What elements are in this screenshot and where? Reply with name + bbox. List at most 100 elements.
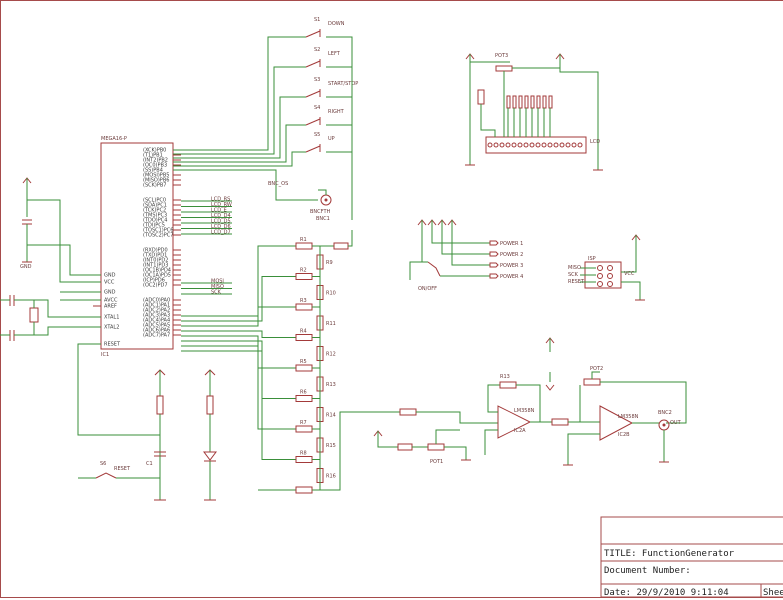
decoupling-section: GND [20,177,101,301]
reset-section: S6 RESET C1 [77,343,166,501]
mcu-pin-label: (TOSC2)PC7 [143,233,173,239]
mcu-pin-label: RESET [104,342,121,348]
ladder-resistor-label: R11 [326,321,336,327]
mcu-pin-label: (TDI)PC5 [143,223,165,229]
mcu-pin-label: AVCC [104,298,118,304]
mcu-pin-label: (INT2)PB2 [143,158,168,164]
c1-ref-label: C1 [146,461,153,467]
mcu-pin-label: (TMS)PC3 [143,213,167,219]
lcd-net-label: LCD_D5 [211,219,231,225]
mcu-pin-label: (INT1)PD3 [143,263,168,269]
lcd-net-labels: LCD_RSLCD_RWLCD_ELCD_D4LCD_D5LCD_D6LCD_D… [181,197,232,236]
ladder-resistor-label: R10 [326,291,336,297]
mcu-ref-label: IC1 [101,352,109,358]
lcd-net-label: LCD_D7 [211,230,231,236]
opamp1-ref-label: IC2A [514,428,526,434]
crystal-section [0,295,101,341]
ladder-resistor-label: R7 [300,420,307,426]
switch-name-label: DOWN [328,21,345,27]
mcu-pin-label: (SCK)PB7 [143,183,166,189]
switch-name-label: START/STOP [328,81,358,87]
opamp2-label: LM358N [618,414,639,420]
ladder-resistor-label: R5 [300,359,307,365]
switch-name-label: LEFT [328,51,341,57]
mcu-pin-label: (SDA)PC1 [143,203,167,209]
mcu-part-label: MEGA16-P [101,136,127,142]
mcu-ic1: MEGA16-P IC1 (XCK)PB0(T1)PB1(INT2)PB2(OC… [93,136,181,358]
ladder-resistor-label: R3 [300,298,307,304]
spi-net-label: SCK [211,290,222,296]
isp-pin-label: SCK [568,272,579,278]
s6-ref-label: S6 [100,461,106,467]
bnc2-out-label: OUT [670,420,682,426]
mcu-pin-label: (TOSC1)PC6 [143,228,173,234]
mcu-pins: (XCK)PB0(T1)PB1(INT2)PB2(OC0)PB3(SS)PB4(… [93,148,181,348]
bnc1-gnd-wire [318,189,327,195]
switch-ref-label: S4 [314,105,320,111]
mcu-pin-label: (TDO)PC4 [143,218,167,224]
lcd-ref-label: LCD [590,139,600,145]
switch-ref-label: S5 [314,132,320,138]
mcu-pin-label: GND [104,273,116,279]
doc-number-text: Document Number: [604,566,691,576]
lcd-net-label: LCD_RW [211,202,232,208]
ladder-resistor-label: R4 [300,329,307,335]
mcu-pin-label: (SS)PB4 [143,168,163,174]
mcu-pin-label: (TCK)PC2 [143,208,166,214]
ladder-resistor-label: R12 [326,352,336,358]
bnc1-connector: BNCFTH BNC1 [310,194,332,222]
ladder-resistor-label: R8 [300,451,307,457]
isp-ref-label: ISP [588,256,596,262]
ladder-resistor-label: R13 [326,382,336,388]
power-net-label: POWER 3 [500,263,523,269]
mcu-pin-label: AREF [104,304,117,310]
switch-ref-label: S1 [314,17,320,23]
mcu-pin-label: (TXD)PD1 [143,253,167,259]
mcu-pin-label: (T1)PB1 [143,153,163,159]
opamp-section: R13 LM358N IC2A POT1 POT2 LM358N IC2B [326,337,687,491]
switch-name-label: RIGHT [328,109,345,115]
mcu-pin-label: (OC1B)PD4 [143,268,171,274]
spi-net-label: MOSI [211,279,224,285]
ladder-resistor-label: R15 [326,443,336,449]
ladder-resistor-label: R16 [326,474,336,480]
opamp1-label: LM358N [514,408,535,414]
ladder-resistor-label: R9 [326,260,333,266]
power-net-label: POWER 1 [500,241,523,247]
mcu-pin-label: XTAL1 [104,315,119,321]
mcu-pin-label: (OC2)PD7 [143,283,168,289]
switch-ref-label: S2 [314,47,320,53]
bnc-os-label: BNC_OS [268,181,288,187]
isp-vcc-label: VCC [624,271,635,277]
mcu-pin-label: (ADC1)PA1 [143,303,170,309]
mcu-pin-label: (ADC7)PA7 [143,333,170,339]
mcu-pin-label: (ADC3)PA3 [143,313,170,319]
mcu-pin-label: (XCK)PB0 [143,148,166,154]
mcu-pin-label: (ADC6)PA6 [143,328,170,334]
isp-pin-label: MISO [568,265,581,271]
mcu-pin-label: GND [104,290,116,296]
ladder-resistor-label: R6 [300,390,307,396]
title-text: TITLE: FunctionGenerator [604,549,735,559]
switch-ref-label: S3 [314,77,320,83]
onoff-label: ON/OFF [418,286,437,292]
switch-name-label: UP [328,136,335,142]
mcu-pin-label: (OC1A)PD5 [143,273,171,279]
lcd-net-label: LCD_RS [211,197,230,203]
lcd-connector: POT3 LCD [465,53,603,171]
power-net-label: POWER 2 [500,252,523,258]
lcd-net-label: LCD_D6 [211,224,231,230]
ladder-resistor-label: R2 [300,268,307,274]
mcu-pin-label: (ICP)PD6 [143,278,165,284]
mcu-pin-label: (SCL)PC0 [143,198,166,204]
pot2-label: POT2 [590,366,603,372]
led-section [203,369,217,501]
isp-pin-label: RESET [568,279,585,285]
r-fb-label: R13 [500,374,510,380]
reset-switch-label: RESET [114,466,131,472]
